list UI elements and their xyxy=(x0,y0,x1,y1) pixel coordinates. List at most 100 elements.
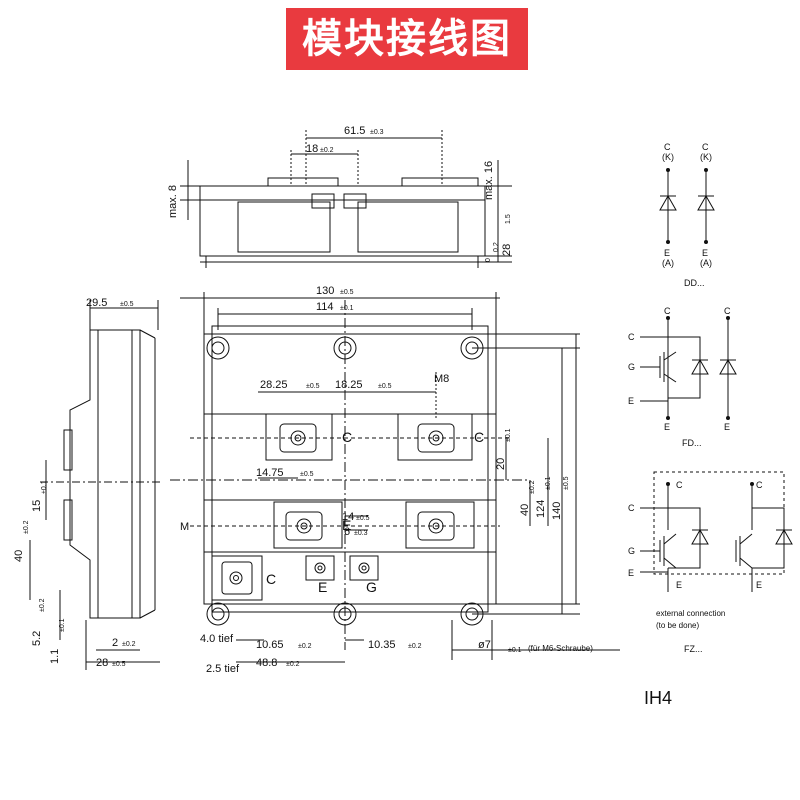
fz-c-top-1: C xyxy=(676,480,683,490)
main-top-view xyxy=(170,292,620,663)
fd-c-mid: C xyxy=(664,306,671,316)
dim-20: 20 xyxy=(495,458,507,470)
dd-a1: (A) xyxy=(662,258,674,268)
depth-4: 4.0 tief xyxy=(200,633,234,645)
fd-e-right: E xyxy=(724,422,730,432)
dd-caption: DD... xyxy=(684,278,705,288)
dim-max16: max. 16 xyxy=(483,161,495,200)
dim-max8: max. 8 xyxy=(167,185,179,218)
thread-m8: M8 xyxy=(434,373,449,385)
fz-c-left: C xyxy=(628,503,635,513)
schematic-fz xyxy=(640,471,793,592)
tol-18: ±0.2 xyxy=(320,147,334,154)
tol-20: ±0.1 xyxy=(505,428,512,442)
tol-48-8: ±0.2 xyxy=(286,661,300,668)
terminal-c-aux: C xyxy=(266,571,276,587)
tol-15: ±0.1 xyxy=(41,480,48,494)
terminal-e-aux: E xyxy=(318,579,327,595)
terminal-labels: C C E C E G xyxy=(266,429,484,595)
dim-40-left: 40 xyxy=(13,550,25,562)
dim-18: 18 xyxy=(306,143,318,155)
tol-2: ±0.2 xyxy=(122,641,136,648)
tol-10-35: ±0.2 xyxy=(408,643,422,650)
tol-1-1: ±0.1 xyxy=(59,618,66,632)
schematic-dd xyxy=(659,168,715,244)
tol-130: ±0.5 xyxy=(340,289,354,296)
schematic-labels: C (K) C (K) E (A) E (A) DD... C G E C E … xyxy=(628,142,763,654)
dim-14-75: 14.75 xyxy=(256,467,284,479)
tol-40-left: ±0.2 xyxy=(23,520,30,534)
fd-c-right: C xyxy=(724,306,731,316)
dim-6: 6 xyxy=(344,526,350,538)
dim-10-65: 10.65 xyxy=(256,639,284,651)
tol-diameter-7: ±0.1 xyxy=(508,647,522,654)
tol-6: ±0.3 xyxy=(354,530,368,537)
tol-14: ±0.5 xyxy=(356,515,370,522)
fd-c-left: C xyxy=(628,332,635,342)
tol-124: ±0.1 xyxy=(545,476,552,490)
fd-e-mid: E xyxy=(664,422,670,432)
dim-2: 2 xyxy=(112,637,118,649)
dim-140: 140 xyxy=(551,502,563,520)
fz-e-bottom-2: E xyxy=(756,580,762,590)
dim-5-2: 5.2 xyxy=(31,631,43,646)
dd-k2: (K) xyxy=(700,152,712,162)
fz-note-2: (to be done) xyxy=(656,621,699,630)
fz-note-1: external connection xyxy=(656,609,725,618)
dim-130: 130 xyxy=(316,285,334,297)
dim-0-2: 0.2 xyxy=(493,242,500,252)
dim-28-25: 28.25 xyxy=(260,379,288,391)
fz-g: G xyxy=(628,546,635,556)
fz-e-bottom-1: E xyxy=(676,580,682,590)
tol-114: ±0.1 xyxy=(340,305,354,312)
dim-114: 114 xyxy=(316,301,334,313)
dim-48-8: 48.8 xyxy=(256,657,277,669)
tol-61-5: ±0.3 xyxy=(370,129,384,136)
dim-40-right: 40 xyxy=(519,504,531,516)
dd-a2: (A) xyxy=(700,258,712,268)
tol-40-right: ±0.2 xyxy=(529,480,536,494)
dd-c1: C xyxy=(664,142,671,152)
schematic-fd xyxy=(640,316,737,420)
dim-10-35: 10.35 xyxy=(368,639,396,651)
dim-29-5: 29.5 xyxy=(86,297,107,309)
top-side-view xyxy=(180,130,512,268)
dd-e1: E xyxy=(664,248,670,258)
title-banner: 模块接线图 xyxy=(286,8,528,70)
label-m: M xyxy=(180,521,189,533)
terminal-c-2: C xyxy=(474,429,484,445)
dim-15: 15 xyxy=(31,500,43,512)
tol-10-65: ±0.2 xyxy=(298,643,312,650)
dim-14: 14 xyxy=(342,511,354,523)
depth-2-5: 2.5 tief xyxy=(206,663,240,675)
screw-note: (für M6-Schraube) xyxy=(528,644,593,653)
tol-18-25: ±0.5 xyxy=(378,383,392,390)
fd-e-left: E xyxy=(628,396,634,406)
dim-diameter-7: ø7 xyxy=(478,639,491,651)
tol-28-25: ±0.5 xyxy=(306,383,320,390)
dim-28: 28 xyxy=(501,244,513,256)
tol-14-75: ±0.5 xyxy=(300,471,314,478)
dim-1-5: 1.5 xyxy=(505,214,512,224)
left-side-view xyxy=(29,300,160,670)
dimension-labels: 61.5 ±0.3 18 ±0.2 max. 8 max. 16 1.5 0.2… xyxy=(13,125,593,675)
tol-140: ±0.5 xyxy=(563,476,570,490)
terminal-c-1: C xyxy=(342,429,352,445)
terminal-g-aux: G xyxy=(366,579,377,595)
dim-61-5: 61.5 xyxy=(344,125,365,137)
dim-0: 0 xyxy=(485,258,492,262)
package-code: IH4 xyxy=(644,688,672,708)
fz-e-left: E xyxy=(628,568,634,578)
fz-c-top-2: C xyxy=(756,480,763,490)
banner-title: 模块接线图 xyxy=(302,16,512,62)
dim-124: 124 xyxy=(535,500,547,518)
dd-k1: (K) xyxy=(662,152,674,162)
dd-e2: E xyxy=(702,248,708,258)
dd-c2: C xyxy=(702,142,709,152)
dim-18-25: 18.25 xyxy=(335,379,363,391)
fd-g: G xyxy=(628,362,635,372)
dim-28-bottom: 28 xyxy=(96,657,108,669)
tol-28-bottom: ±0.5 xyxy=(112,661,126,668)
